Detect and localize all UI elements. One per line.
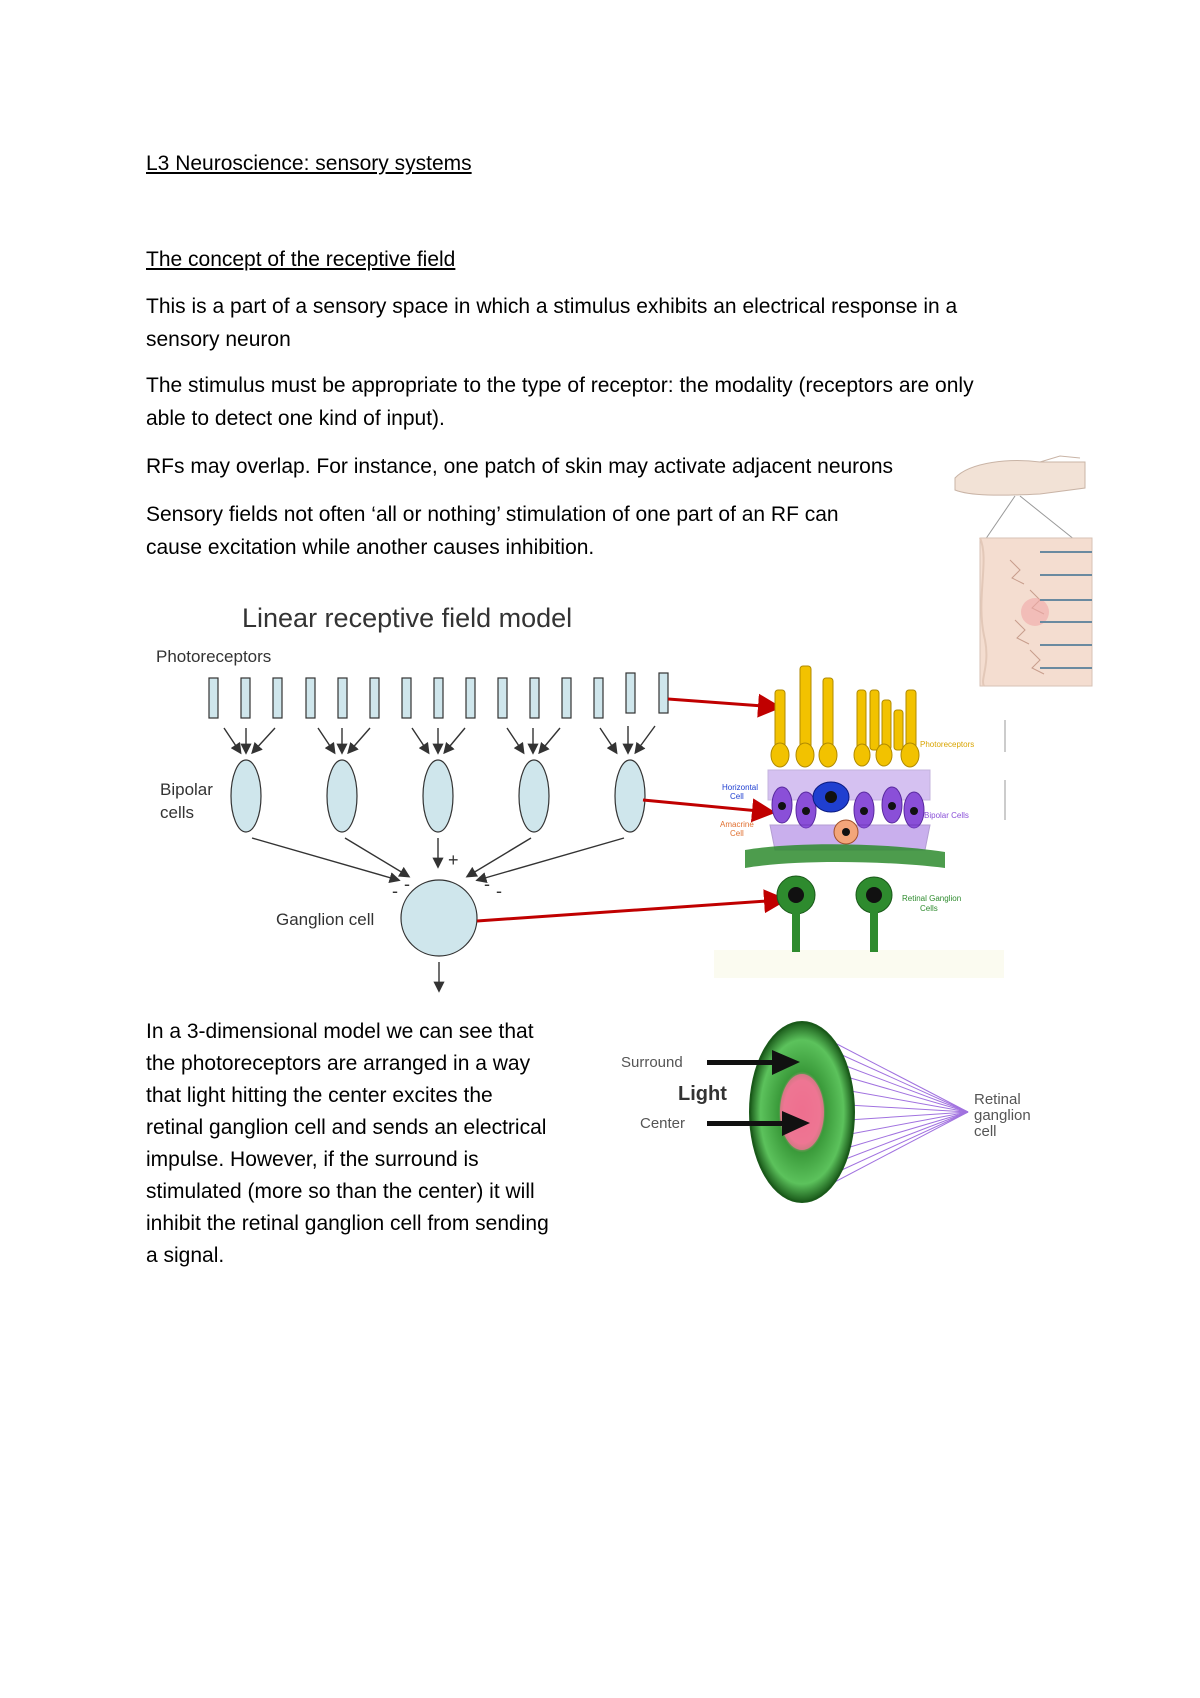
retina-label-amacrine: Amacrine [720, 820, 754, 829]
minus-sign: - [392, 881, 398, 901]
photoreceptor [497, 677, 508, 719]
section-heading: The concept of the receptive field [146, 248, 456, 271]
retina-photoreceptors [770, 665, 920, 768]
retina-ganglion-layer [745, 844, 945, 952]
photoreceptor [593, 677, 604, 719]
bipolar-cell [614, 759, 646, 833]
retina-label-amacrine: Cell [730, 829, 744, 838]
photoreceptor [625, 672, 636, 714]
bipolar-cells [230, 759, 646, 833]
paragraph-line: In a 3-dimensional model we can see that [146, 1020, 534, 1043]
paragraph-line: This is a part of a sensory space in whi… [146, 295, 958, 318]
photoreceptor [529, 677, 540, 719]
light-label: Light [678, 1083, 727, 1105]
photoreceptor [401, 677, 412, 719]
bipolar-label: Bipolar [160, 780, 213, 799]
image-background-strip [714, 950, 1004, 978]
rgc-label: Retinal [974, 1091, 1021, 1108]
paragraph-line: sensory neuron [146, 328, 291, 351]
rgc-label: cell [974, 1123, 997, 1140]
bipolar-label: cells [160, 803, 194, 822]
minus-sign: - [496, 881, 502, 901]
paragraph-line: the photoreceptors are arranged in a way [146, 1052, 531, 1075]
linear-figure-title: Linear receptive field model [242, 603, 572, 633]
rgc-label: ganglion [974, 1107, 1031, 1124]
photoreceptor [240, 677, 251, 719]
convergence-lines [809, 1029, 969, 1196]
paragraph-line: Sensory fields not often ‘all or nothing… [146, 503, 839, 526]
paragraph-line: RFs may overlap. For instance, one patch… [146, 455, 894, 478]
bipolar-cell [326, 759, 358, 833]
paragraph-line: that light hitting the center excites th… [146, 1084, 493, 1107]
photoreceptor [208, 677, 219, 719]
paragraph-line: inhibit the retinal ganglion cell from s… [146, 1212, 549, 1235]
retina-label-horizontal: Cell [730, 792, 744, 801]
surround-label: Surround [621, 1054, 683, 1071]
paragraph-inhibition: Sensory fields not often ‘all or nothing… [146, 498, 839, 564]
retina-label-ganglion: Retinal Ganglion [902, 894, 961, 903]
photoreceptor-arrows [223, 725, 656, 755]
retina-label-ganglion: Cells [920, 904, 938, 913]
photoreceptors-label: Photoreceptors [156, 647, 271, 666]
plus-sign: + [448, 850, 459, 870]
paragraph-line: stimulated (more so than the center) it … [146, 1180, 535, 1203]
bipolar-cell [230, 759, 262, 833]
photoreceptor [337, 677, 348, 719]
photoreceptor [658, 672, 669, 714]
retina-label-horizontal: Horizontal [722, 783, 758, 792]
minus-sign: - [404, 874, 410, 894]
paragraph-3d-model: In a 3-dimensional model we can see that… [146, 1016, 549, 1272]
paragraph-receptive-field: This is a part of a sensory space in whi… [146, 290, 957, 356]
retina-label-photoreceptors: Photoreceptors [920, 740, 974, 749]
paragraph-overlap: RFs may overlap. For instance, one patch… [146, 450, 893, 483]
mapping-arrows [476, 693, 788, 923]
photoreceptor [465, 677, 476, 719]
ganglion-label: Ganglion cell [276, 910, 374, 929]
photoreceptor [369, 677, 380, 719]
paragraph-line: impulse. However, if the surround is [146, 1148, 479, 1171]
paragraph-line: able to detect one kind of input). [146, 407, 445, 430]
photoreceptor [305, 677, 316, 719]
paragraph-line: a signal. [146, 1244, 225, 1267]
retina-nuclei [778, 802, 918, 815]
paragraph-line: retinal ganglion cell and sends an elect… [146, 1116, 547, 1139]
photoreceptor [561, 677, 572, 719]
minus-sign: - [484, 874, 490, 894]
bipolar-arrows [251, 837, 625, 884]
document-title: L3 Neuroscience: sensory systems [146, 152, 472, 175]
retina-label-bipolar: Bipolar Cells [924, 811, 969, 820]
light-arrows [707, 1050, 810, 1136]
ganglion-cell [400, 879, 478, 957]
center-label: Center [640, 1115, 685, 1132]
paragraph-modality: The stimulus must be appropriate to the … [146, 369, 974, 435]
photoreceptor [433, 677, 444, 719]
paragraph-line: cause excitation while another causes in… [146, 536, 595, 559]
photoreceptor [272, 677, 283, 719]
bipolar-cell [518, 759, 550, 833]
center-region [780, 1074, 824, 1150]
bipolar-cell [422, 759, 454, 833]
photoreceptor-group [208, 672, 669, 719]
paragraph-line: The stimulus must be appropriate to the … [146, 374, 974, 397]
